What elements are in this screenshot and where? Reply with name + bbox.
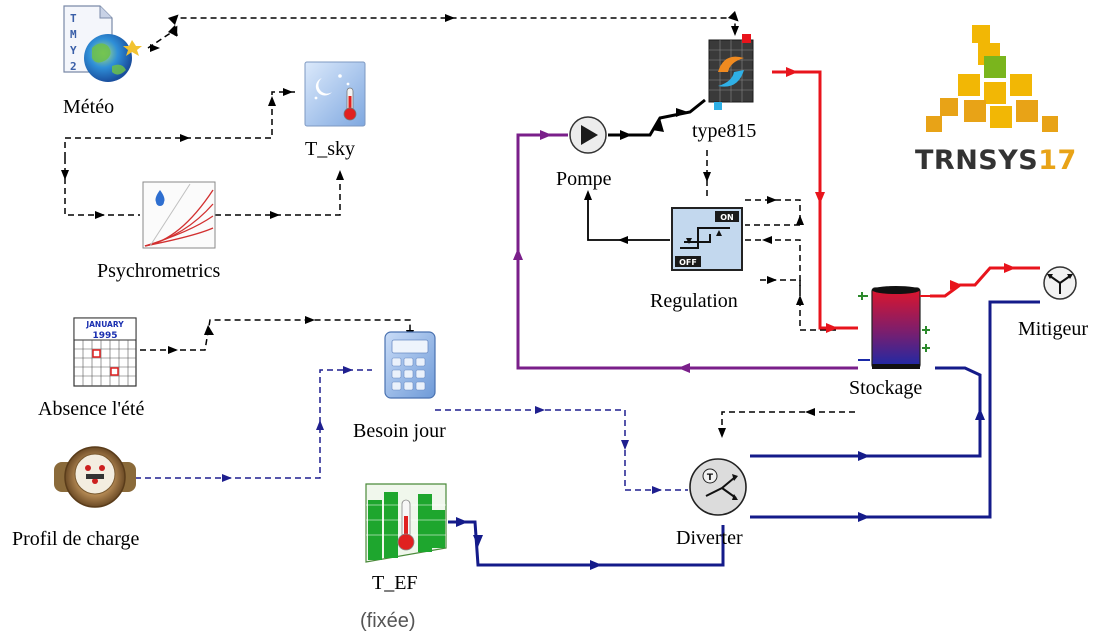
link-meteo-type815[interactable]	[147, 10, 739, 49]
mitigeur-label: Mitigeur	[1018, 318, 1088, 340]
calendar-year-text: 1995	[92, 331, 117, 341]
tsky-icon[interactable]	[304, 61, 366, 127]
pipe-diverter-stockage[interactable]	[750, 366, 982, 458]
stockage-tank-icon[interactable]	[858, 286, 932, 369]
regulation-off-text: OFF	[679, 258, 697, 267]
regulation-label: Regulation	[650, 290, 738, 312]
mitigeur-icon[interactable]	[1043, 266, 1077, 300]
psychrometrics-label: Psychrometrics	[97, 260, 221, 282]
diverter-label: Diverter	[676, 527, 743, 549]
cold-water-pipes	[448, 300, 1040, 567]
diverter-icon[interactable]: T	[689, 458, 747, 516]
pipe-type815-stockage[interactable]	[772, 70, 858, 330]
meteo-label: Météo	[63, 96, 115, 118]
besoin-label: Besoin jour	[353, 420, 446, 442]
hot-arrows	[786, 67, 1016, 333]
pompe-icon[interactable]	[569, 116, 607, 154]
absence-calendar-icon[interactable]: JANUARY 1995	[73, 317, 137, 387]
pipe-stockage-mitigeur[interactable]	[930, 266, 1040, 298]
link-regulation-pompe[interactable]	[587, 195, 670, 241]
link-meteo-psychro[interactable]	[64, 158, 140, 216]
link-psychro-tsky[interactable]	[215, 170, 341, 216]
regulation-icon[interactable]: ON OFF	[671, 207, 743, 271]
calendar-month-text: JANUARY	[85, 320, 124, 329]
tef-note-label: (fixée)	[360, 610, 416, 632]
link-profil-besoin[interactable]	[135, 369, 372, 479]
tef-icon[interactable]	[365, 483, 447, 563]
link-besoin-diverter[interactable]	[435, 409, 688, 491]
tef-label: T_EF	[372, 572, 418, 594]
stockage-label: Stockage	[849, 377, 923, 399]
trnsys-logo-word: TRNSYS	[915, 145, 1039, 176]
control-arrows	[61, 14, 815, 438]
link-absence-besoin[interactable]	[140, 319, 411, 351]
link-regulation-stockage-b[interactable]	[745, 239, 801, 290]
svg-text:2: 2	[70, 60, 77, 73]
pipe-pompe-arrow	[620, 108, 688, 140]
load-arrows	[222, 366, 662, 494]
meteo-icon[interactable]: T M Y 2	[63, 5, 142, 82]
trnsys-logo-version: 17	[1038, 145, 1077, 176]
svg-text:M: M	[70, 28, 77, 41]
link-meteo-tsky[interactable]	[64, 91, 298, 158]
type815-label: type815	[692, 120, 757, 142]
trnsys-logo-cubes	[926, 25, 1058, 132]
link-regulation-stockage-a[interactable]	[745, 199, 801, 226]
svg-text:Y: Y	[70, 44, 77, 57]
water-arrows	[456, 408, 985, 570]
regulation-on-text: ON	[720, 213, 734, 222]
tsky-label: T_sky	[305, 138, 355, 160]
profil-label: Profil de charge	[12, 528, 140, 550]
link-stockage-diverter[interactable]	[721, 411, 855, 430]
control-links	[64, 10, 855, 430]
psychrometrics-icon[interactable]	[142, 181, 216, 249]
svg-text:T: T	[70, 12, 77, 25]
pompe-label: Pompe	[556, 168, 612, 190]
trnsys-logo-text: TRNSYS17	[915, 145, 1077, 176]
diverter-tag-text: T	[707, 473, 714, 483]
profil-meter-icon[interactable]	[54, 446, 136, 508]
purple-arrows	[513, 130, 690, 373]
absence-label: Absence l'été	[38, 398, 145, 420]
besoin-calculator-icon[interactable]	[384, 331, 436, 399]
type815-collector-icon[interactable]	[708, 34, 754, 110]
link-regulation-pompe-arrow	[584, 190, 628, 244]
